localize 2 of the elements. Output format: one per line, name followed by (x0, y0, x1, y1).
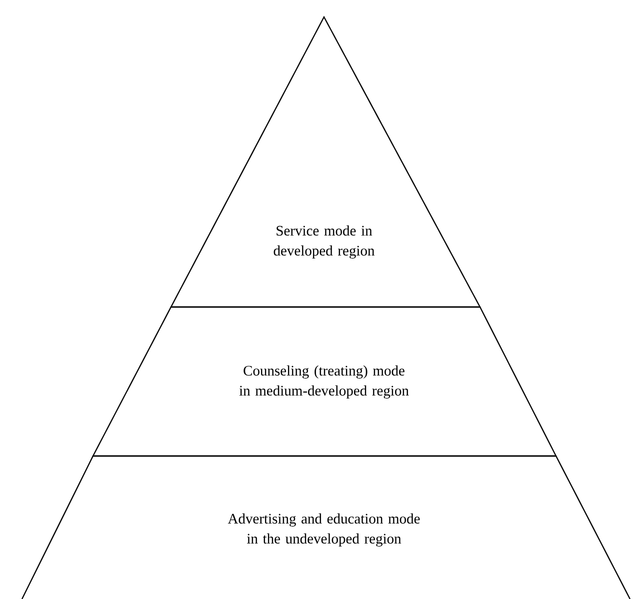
pyramid-tier: Counseling (treating) mode in medium-developed region (92, 306, 557, 457)
pyramid-tier: Advertising and education mode in the undeveloped region (21, 455, 631, 599)
